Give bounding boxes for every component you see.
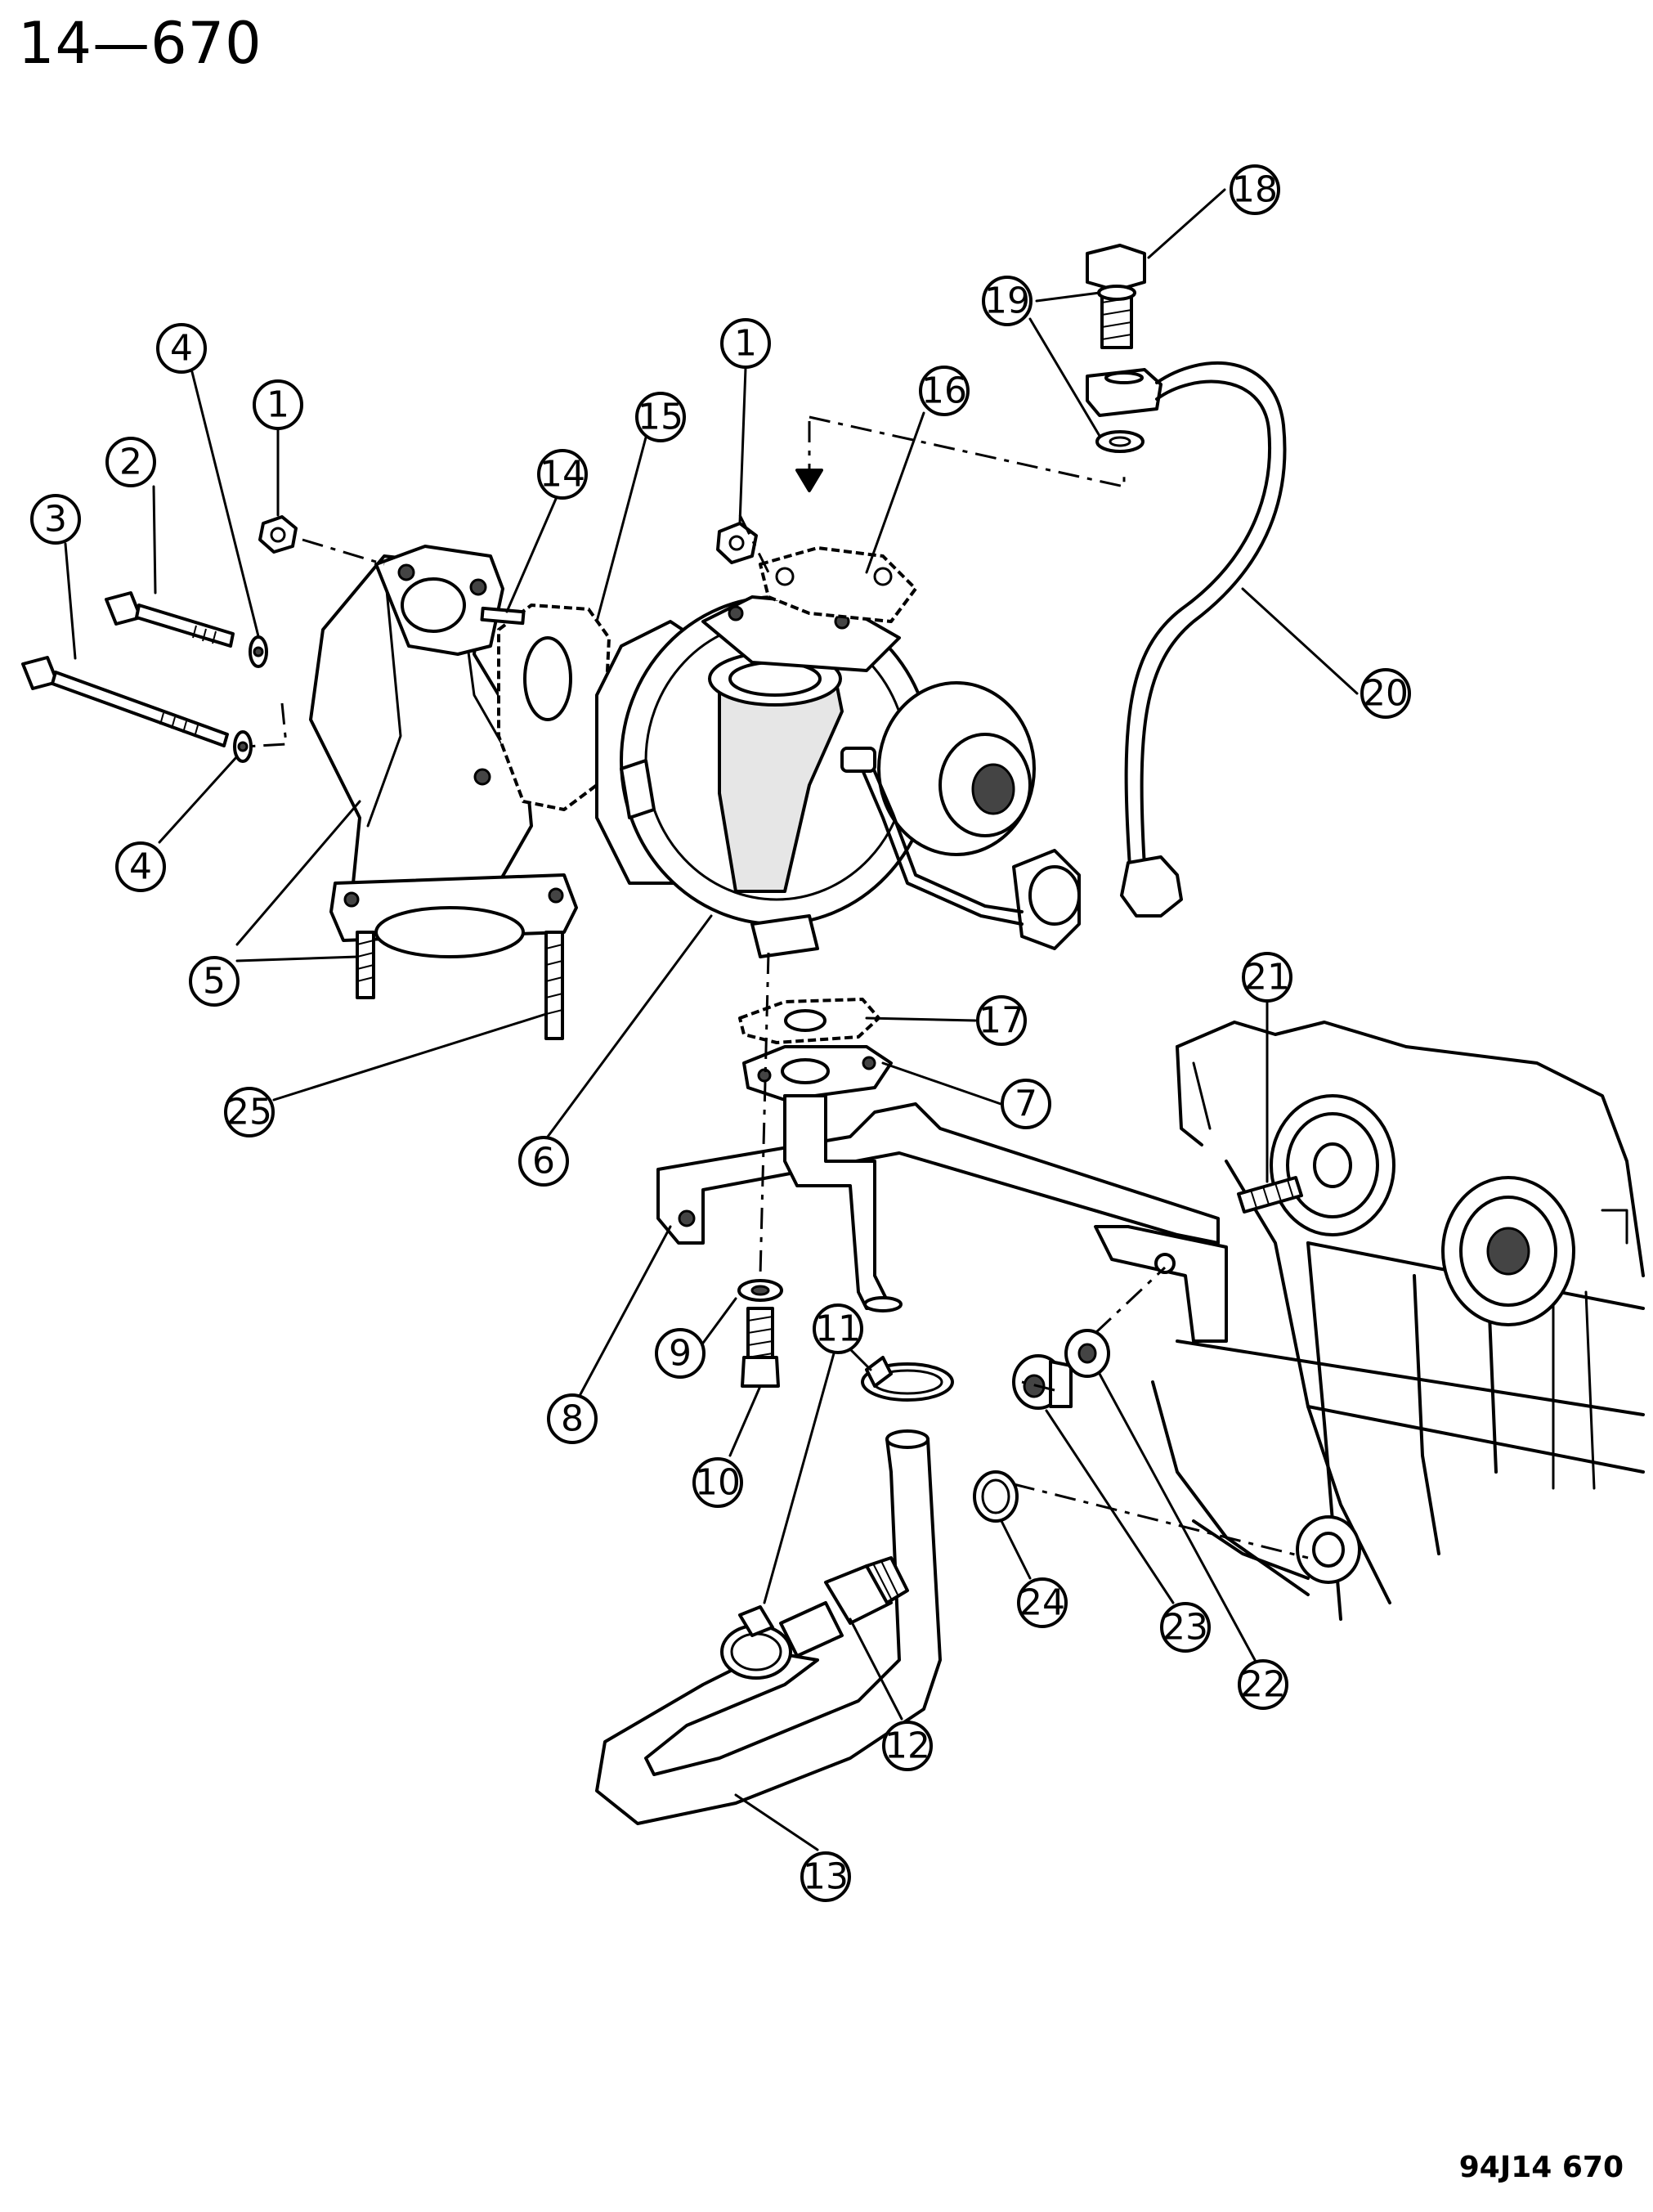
stud-21 (1237, 1176, 1303, 1214)
callout-3: 3 (30, 494, 81, 545)
callout-label: 16 (921, 370, 967, 412)
leader-dash (1021, 1380, 1055, 1392)
callout-label: 19 (984, 280, 1030, 322)
bolt-3 (21, 656, 229, 747)
callout-11: 11 (813, 1303, 863, 1354)
grommet-23 (1012, 1354, 1073, 1410)
leader-dash (1013, 1483, 1309, 1559)
callout-20: 20 (1360, 668, 1411, 719)
callout-label: 3 (44, 499, 67, 541)
callout-10: 10 (692, 1457, 743, 1508)
callout-label: 22 (1240, 1664, 1286, 1706)
washer-19-bottom (1095, 430, 1145, 453)
callout-label: 25 (226, 1092, 272, 1133)
callout-label: 5 (203, 961, 226, 1003)
clamp-11-top (861, 1356, 954, 1402)
washer-4-top (249, 635, 268, 668)
leader-dash (809, 415, 1126, 488)
callout-label: 1 (267, 384, 289, 426)
callout-label: 21 (1244, 957, 1290, 998)
callout-14: 14 (537, 449, 588, 500)
callout-18: 18 (1230, 164, 1280, 215)
callout-label: 18 (1232, 169, 1278, 211)
callout-4: 4 (156, 323, 207, 374)
leader-lines (64, 188, 1359, 1851)
callout-label: 2 (119, 442, 142, 483)
banjo-fitting (1086, 368, 1162, 417)
callout-label: 10 (695, 1462, 741, 1504)
leader-dash (738, 514, 770, 573)
drain-tube (783, 1094, 903, 1312)
callout-15: 15 (635, 392, 686, 442)
callout-label: 8 (561, 1398, 584, 1440)
turbocharger (595, 595, 1081, 958)
bolt-2 (105, 591, 235, 648)
callout-12: 12 (882, 1721, 933, 1771)
callout-label: 23 (1162, 1607, 1208, 1649)
washer-19-top (1097, 285, 1136, 301)
callout-25: 25 (224, 1087, 275, 1137)
callout-6: 6 (518, 1136, 569, 1187)
callout-label: 24 (1019, 1582, 1065, 1624)
callout-21: 21 (1242, 952, 1292, 1003)
callout-23: 23 (1160, 1602, 1211, 1653)
callout-4: 4 (115, 841, 166, 892)
stud-14 (480, 606, 526, 626)
leader-dash (1094, 1266, 1167, 1335)
callout-2: 2 (105, 437, 156, 487)
callout-5: 5 (189, 956, 240, 1007)
fitting-12 (779, 1556, 909, 1658)
callout-label: 4 (170, 328, 193, 370)
leader-dash (244, 702, 288, 748)
figure-code: 94J14 670 (1458, 2151, 1624, 2184)
callout-16: 16 (919, 366, 970, 416)
callout-label: 4 (129, 846, 152, 888)
gasket-17 (738, 998, 880, 1044)
callout-7: 7 (1001, 1079, 1051, 1129)
callout-label: 15 (638, 397, 683, 438)
bracket-8 (656, 1102, 1228, 1343)
callout-label: 14 (540, 454, 585, 496)
page-code: 14—670 (18, 10, 262, 77)
washer-4-bottom (233, 730, 253, 763)
callout-24: 24 (1017, 1577, 1068, 1628)
callout-17: 17 (976, 995, 1027, 1046)
washer-22 (1064, 1329, 1110, 1378)
washer-24 (973, 1470, 1019, 1523)
callout-label: 17 (979, 1000, 1024, 1042)
engine-block (1151, 1021, 1645, 1621)
callout-1: 1 (253, 379, 303, 430)
callout-label: 20 (1363, 673, 1409, 715)
drain-flange-7 (742, 1045, 893, 1102)
oil-feed-line-20 (1120, 361, 1287, 918)
leader-dash (759, 952, 770, 1276)
gasket-16 (759, 546, 917, 623)
callout-label: 1 (734, 323, 757, 365)
callout-label: 6 (532, 1141, 555, 1182)
bolt-10 (741, 1307, 780, 1388)
nut-1-top (716, 522, 758, 564)
callout-label: 9 (669, 1333, 692, 1375)
callout-22: 22 (1238, 1659, 1288, 1710)
gasket-15 (497, 603, 611, 811)
callout-label: 12 (885, 1725, 930, 1767)
arrow-head (795, 469, 823, 492)
callout-13: 13 (800, 1851, 851, 1902)
exhaust-elbow (309, 545, 578, 1040)
nut-1-left (258, 515, 298, 554)
clamp-11-bottom (720, 1605, 792, 1680)
callout-label: 11 (815, 1308, 861, 1350)
callout-label: 7 (1015, 1084, 1037, 1125)
callout-1: 1 (720, 318, 771, 369)
washer-9 (737, 1279, 783, 1302)
callout-19: 19 (982, 276, 1033, 326)
callout-9: 9 (655, 1328, 706, 1379)
callout-8: 8 (547, 1393, 598, 1444)
callout-label: 13 (803, 1856, 849, 1898)
leader-dash (302, 538, 385, 566)
